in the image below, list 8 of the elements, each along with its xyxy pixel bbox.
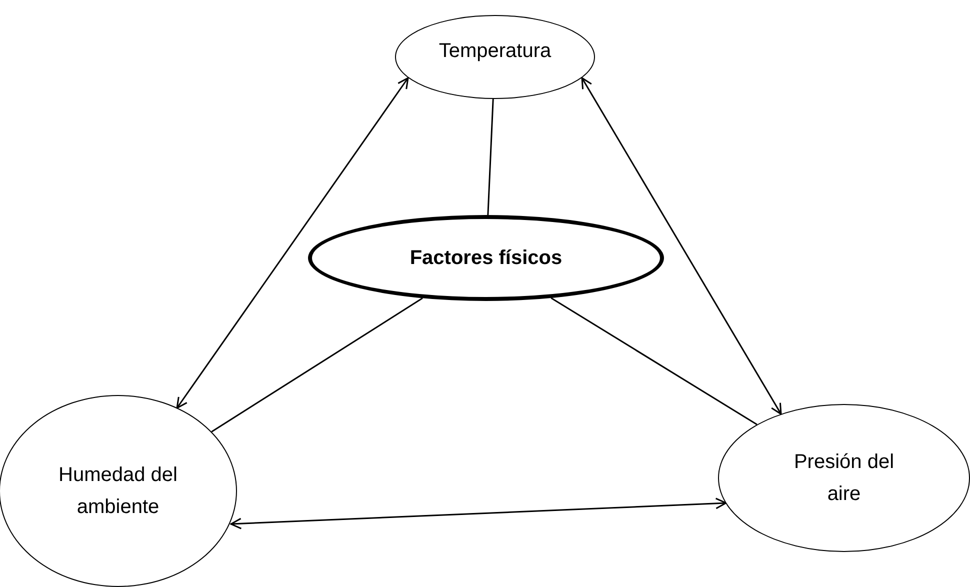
node-label: Factores físicos <box>410 246 562 271</box>
double-arrow <box>581 77 782 415</box>
node-label: Presión del aire <box>792 450 896 507</box>
node-label: Humedad del ambiente <box>58 463 178 520</box>
double-arrow <box>230 498 727 530</box>
double-arrow <box>176 77 409 409</box>
connector-line <box>487 98 494 216</box>
node-label: Temperatura <box>438 39 552 64</box>
